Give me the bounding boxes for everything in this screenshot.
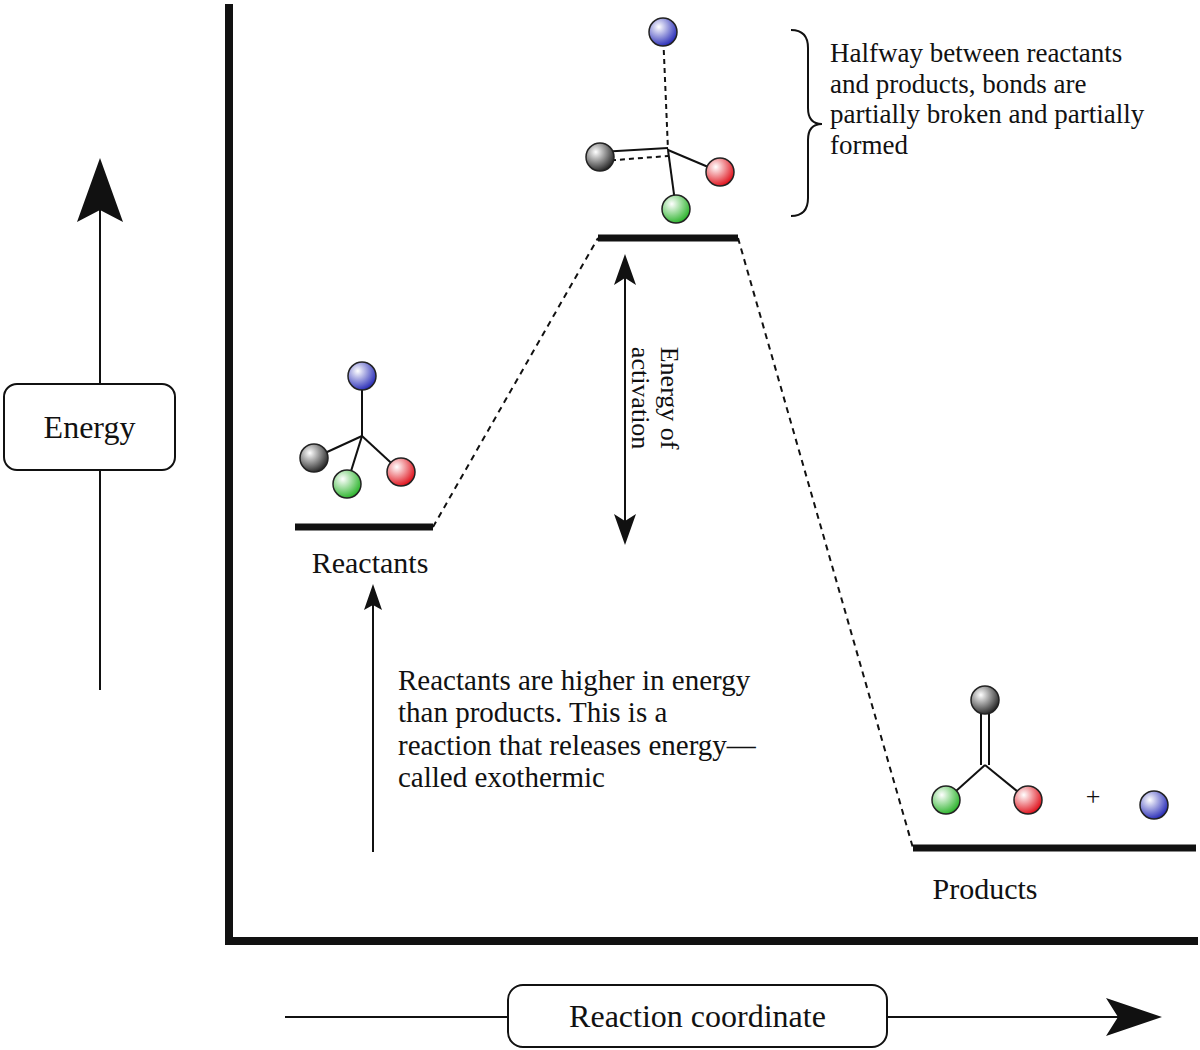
plus-sign: +	[1073, 783, 1113, 812]
atom-ball	[706, 158, 734, 186]
arrow-head	[614, 254, 636, 285]
atom-ball	[971, 686, 999, 714]
atom-ball	[387, 458, 415, 486]
energy-level	[598, 235, 738, 242]
energy-level	[913, 845, 1196, 852]
level-label: Products	[885, 872, 1085, 905]
atom-ball	[649, 18, 677, 46]
atom-ball	[333, 470, 361, 498]
axis-line	[229, 4, 1198, 941]
atom-ball	[300, 444, 328, 472]
atom-ball	[348, 362, 376, 390]
axis-label-box: Energy	[3, 383, 176, 471]
axis-label: Reaction coordinate	[569, 998, 826, 1035]
atom-ball	[1014, 786, 1042, 814]
arrow-head	[1106, 998, 1162, 1036]
activation-arrow	[624, 275, 626, 525]
activation-label: Energy of activation	[626, 323, 684, 473]
profile-dash	[738, 238, 913, 848]
axis-label: Energy	[44, 409, 136, 446]
arrow-head	[614, 514, 636, 545]
arrow-head	[77, 158, 123, 222]
partial-bond	[663, 32, 668, 150]
atom-ball	[932, 786, 960, 814]
level-label: Reactants	[270, 546, 470, 579]
energy-level	[295, 524, 433, 531]
curly-brace	[791, 30, 822, 216]
callout-note: Reactants are higher in energy than prod…	[398, 664, 766, 794]
axis-label-box: Reaction coordinate	[507, 984, 888, 1048]
arrow-head	[364, 584, 382, 610]
atom-ball	[1140, 791, 1168, 819]
atom-ball	[586, 143, 614, 171]
pointer-arrow	[372, 605, 374, 852]
profile-dash	[433, 238, 598, 527]
callout-note: Halfway between reactants and products, …	[830, 38, 1160, 160]
atom-ball	[662, 195, 690, 223]
